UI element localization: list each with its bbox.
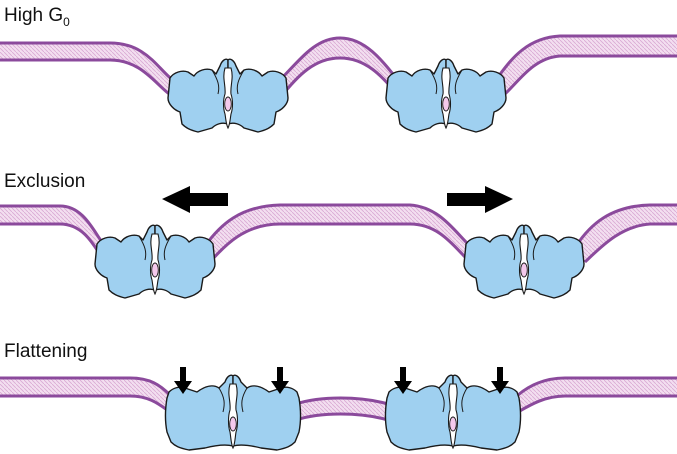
panel-label-exclusion: Exclusion: [4, 171, 85, 192]
membrane-flattening: [0, 376, 677, 422]
panel-label-high-g0: High G0: [4, 5, 70, 29]
arrow-down-icon: [491, 367, 509, 394]
membrane-high-g0: [0, 34, 677, 100]
panel-flattening: Flattening: [0, 341, 677, 451]
panel-exclusion: Exclusion: [0, 171, 677, 299]
arrow-left-icon: [162, 186, 228, 213]
arrow-right-icon: [447, 186, 513, 213]
arrow-down-icon: [271, 367, 289, 394]
protein-complex: [94, 224, 216, 299]
arrow-down-icon: [174, 367, 192, 394]
protein-complex: [385, 58, 507, 133]
protein-complex: [167, 58, 289, 133]
arrow-down-icon: [394, 367, 412, 394]
panel-label-flattening: Flattening: [4, 341, 87, 362]
protein-complex: [463, 224, 585, 299]
panel-high-g0: High G0: [0, 5, 677, 133]
